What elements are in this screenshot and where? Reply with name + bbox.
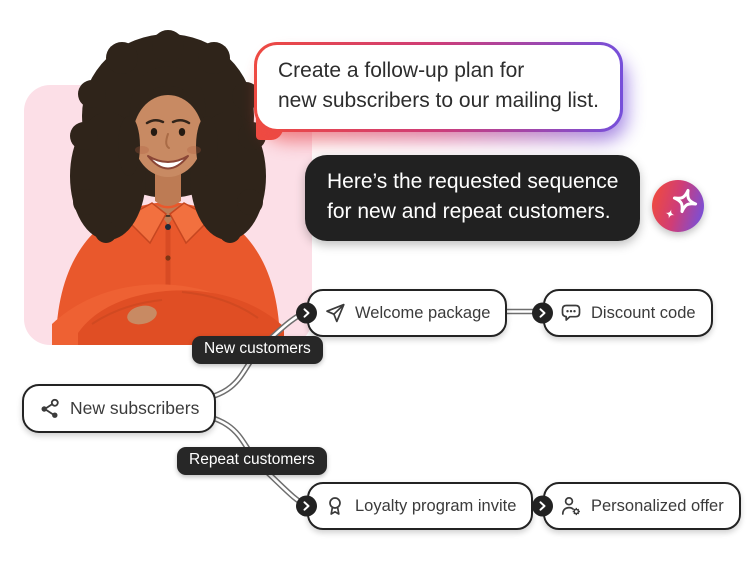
sparkle-stars-icon xyxy=(665,188,698,219)
edge-label-new-customers: New customers xyxy=(192,336,323,364)
node-welcome-package[interactable]: Welcome package xyxy=(296,289,508,337)
node-label: Welcome package xyxy=(355,303,491,322)
send-icon xyxy=(324,302,346,324)
assistant-message-line2: for new and repeat customers. xyxy=(327,200,611,223)
node-discount-code[interactable]: Discount code xyxy=(532,289,713,337)
node-input-port[interactable] xyxy=(296,495,317,517)
node-label: Personalized offer xyxy=(591,496,724,515)
node-loyalty-program-invite[interactable]: Loyalty program invite xyxy=(296,482,534,530)
neck xyxy=(155,170,181,206)
face xyxy=(118,66,218,177)
node-personalized-offer[interactable]: Personalized offer xyxy=(532,482,741,530)
node-input-port[interactable] xyxy=(532,302,553,324)
user-gear-icon xyxy=(560,495,582,517)
assistant-message-line1: Here’s the requested sequence xyxy=(327,170,619,193)
user-message-bubble: Create a follow-up plan for new subscrib… xyxy=(254,42,623,140)
share-icon xyxy=(39,398,61,420)
assistant-message-bubble: Here’s the requested sequence for new an… xyxy=(305,155,641,241)
edge-label-repeat-customers: Repeat customers xyxy=(177,447,327,475)
node-label: Loyalty program invite xyxy=(355,496,517,515)
node-label: Discount code xyxy=(591,303,696,322)
chevron-right-icon xyxy=(303,501,310,511)
chevron-right-icon xyxy=(539,501,546,511)
comment-dots-icon xyxy=(560,302,582,324)
node-input-port[interactable] xyxy=(532,495,553,517)
node-input-port[interactable] xyxy=(296,302,317,324)
chevron-right-icon xyxy=(539,308,546,318)
chevron-right-icon xyxy=(303,308,310,318)
node-new-subscribers[interactable]: New subscribers xyxy=(22,384,217,433)
award-icon xyxy=(324,495,346,517)
ai-assistant-badge[interactable] xyxy=(652,180,704,232)
user-message-line2: new subscribers to our mailing list. xyxy=(278,89,599,112)
customer-photo xyxy=(24,30,312,345)
node-label: New subscribers xyxy=(70,398,200,418)
user-message-line1: Create a follow-up plan for xyxy=(278,59,525,82)
